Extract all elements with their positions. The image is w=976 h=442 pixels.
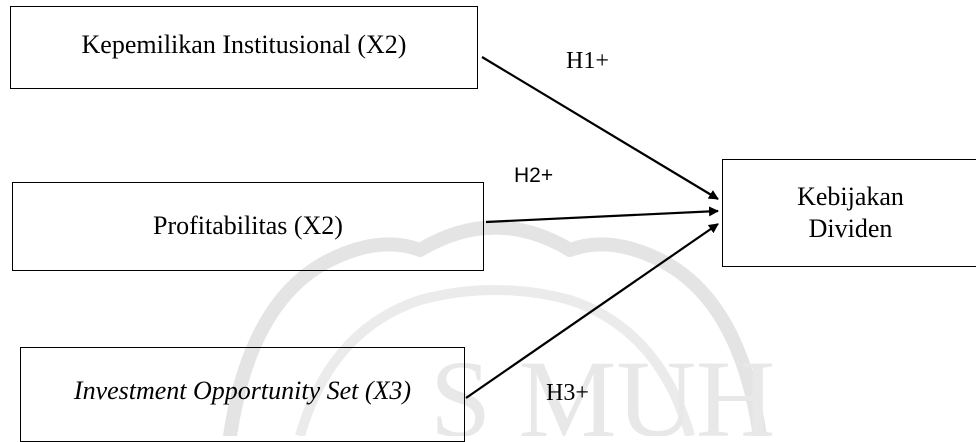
- node-label: Kepemilikan Institusional (X2): [81, 30, 407, 59]
- node-profitabilitas: Profitabilitas (X2): [12, 182, 484, 271]
- edge-label-h2: H2+: [514, 164, 554, 187]
- node-label-line1: Kebijakan: [797, 181, 904, 211]
- node-kebijakan-dividen: Kebijakan Dividen: [722, 159, 976, 267]
- arrow-h3: [465, 223, 719, 399]
- node-label: Profitabilitas (X2): [153, 211, 343, 241]
- node-label-line2: Dividen: [808, 214, 893, 243]
- edge-label-h1: H1+: [566, 48, 609, 74]
- arrow-h2: [485, 206, 719, 224]
- node-label: Investment Opportunity Set (X3): [73, 376, 412, 405]
- arrow-h1: [481, 56, 719, 200]
- edge-label-h3: H3+: [546, 380, 589, 406]
- node-kepemilikan-institusional: Kepemilikan Institusional (X2): [10, 6, 478, 89]
